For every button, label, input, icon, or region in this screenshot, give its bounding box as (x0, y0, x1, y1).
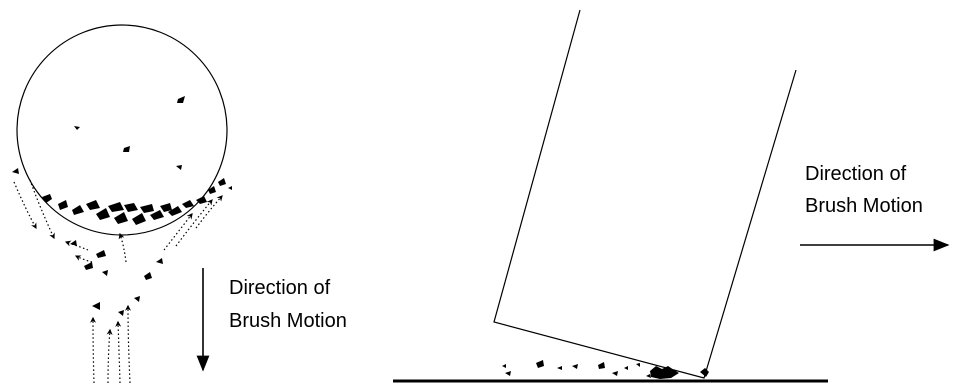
surface-debris (502, 360, 709, 379)
debris-band (12, 168, 232, 225)
tilted-bristle (493, 9, 797, 379)
right-direction-label-line2: Brush Motion (805, 195, 923, 217)
particle-trajectories (13, 179, 223, 383)
debris-outside (70, 240, 163, 316)
right-direction-label-line1: Direction of (805, 163, 907, 185)
debris-inside-circle (74, 96, 185, 170)
left-direction-label-line1: Direction of (229, 277, 331, 299)
left-direction-label-line2: Brush Motion (229, 310, 347, 332)
bristle-cross-section (16, 24, 228, 236)
